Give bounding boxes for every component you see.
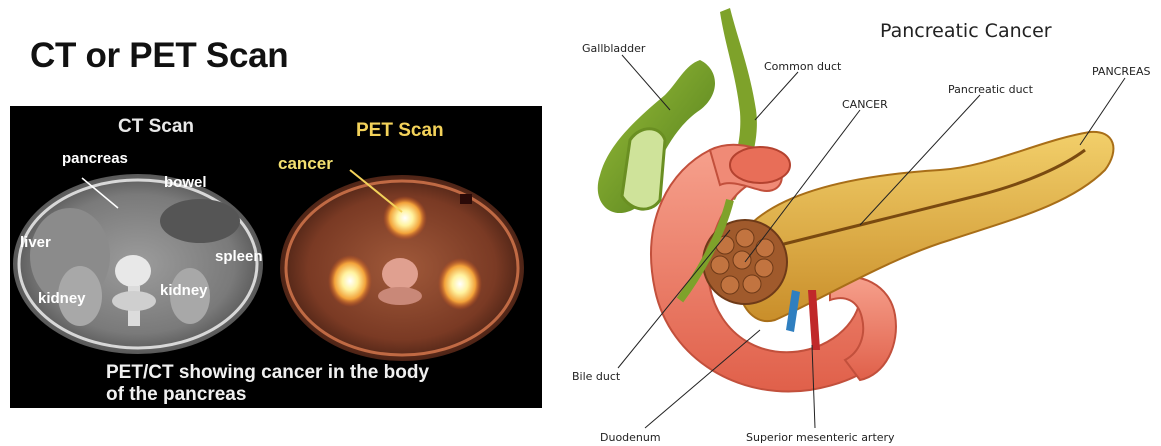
scan-caption: PET/CT showing cancer in the body of the…: [106, 362, 506, 406]
label-cancer: CANCER: [842, 98, 888, 111]
label-pancreatic-duct: Pancreatic duct: [948, 83, 1033, 96]
caption-line-1: PET/CT showing cancer in the body: [106, 362, 506, 384]
pet-kidney-left: [328, 255, 372, 307]
pet-scan-title: PET Scan: [356, 120, 444, 142]
label-duodenum: Duodenum: [600, 431, 661, 444]
label-kidney-right: kidney: [160, 282, 208, 299]
page-title: CT or PET Scan: [30, 36, 288, 76]
pet-vertebra: [382, 258, 418, 290]
label-gallbladder: Gallbladder: [582, 42, 645, 55]
ct-vertebra: [115, 255, 151, 287]
label-pancreas: pancreas: [62, 150, 128, 167]
pancreatic-cancer-diagram: Pancreatic Cancer Gallbladder Common duc…: [560, 0, 1161, 446]
label-bowel: bowel: [164, 174, 207, 191]
caption-line-2: of the pancreas: [106, 384, 506, 406]
ct-pet-scan-image: CT Scan PET Scan pancreas bowel liver sp…: [10, 106, 542, 408]
label-pancreas: PANCREAS: [1092, 65, 1150, 78]
anatomy-illustration: [560, 0, 1161, 446]
label-spleen: spleen: [215, 248, 263, 265]
ct-bowel: [160, 199, 240, 243]
label-common-duct: Common duct: [764, 60, 841, 73]
diagram-title: Pancreatic Cancer: [880, 20, 1052, 42]
label-cancer-pet: cancer: [278, 154, 333, 174]
pet-kidney-right: [438, 258, 482, 310]
label-bile-duct: Bile duct: [572, 370, 620, 383]
label-liver: liver: [20, 234, 51, 251]
label-superior-mesenteric-artery: Superior mesenteric artery: [746, 431, 895, 444]
label-kidney-left: kidney: [38, 290, 86, 307]
ct-scan-title: CT Scan: [118, 116, 194, 138]
